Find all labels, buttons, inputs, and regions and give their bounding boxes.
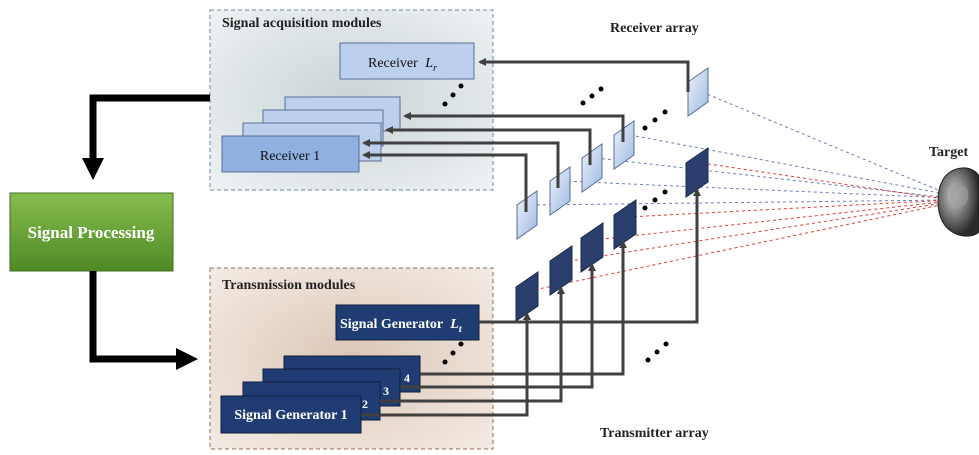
transmitter-element [515,271,539,322]
receiver-array-ellipsis [580,86,668,131]
receiver-element [687,67,709,117]
receiver-1-label: Receiver 1 [260,149,320,164]
acquisition-module-group: Signal acquisition modules Receiver 1 Re… [209,9,494,191]
generator-arrow [420,240,627,376]
target-label: Target [929,145,968,160]
receiver-element [516,190,538,240]
signal-processing-box [9,192,174,272]
transmitter-array-ellipsis [642,189,669,363]
receiver-arrow [385,126,592,165]
generator-ellipsis [442,341,464,365]
processing-flow-arrows [82,94,210,370]
generator-number-4: 4 [404,371,410,385]
signal-processing-group: Signal Processing [9,192,174,272]
receiver-lr-arrow [478,58,690,92]
target-group: Target [929,145,979,237]
receiver-1-box [221,135,360,173]
receiver-element [549,166,571,216]
receiver-element [581,143,603,193]
transmit-beams [528,162,951,292]
receiver-lr-box [339,42,475,80]
transmitter-array-label: Transmitter array [600,426,709,441]
generator-lt-arrow [479,188,701,324]
transmitter-element [549,245,573,296]
acquisition-title: Signal acquisition modules [222,16,382,31]
receiver-array: Receiver array [516,21,709,240]
transmission-title: Transmission modules [222,278,356,293]
receiver-signal-arrows [362,58,690,212]
transmitter-array: Transmitter array [515,147,709,441]
processing-to-transmission-arrow [89,271,198,370]
transmission-module-group: Transmission modules Signal Generator Lt… [209,267,494,450]
receiver-ellipsis [442,83,464,107]
receiver-arrow [403,112,625,142]
target-highlight [949,184,969,208]
generator-arrow [380,286,565,403]
signal-generator-1-box [220,395,362,434]
signal-generator-lt-label: Signal Generator Lt [340,317,463,335]
receiver-lr-label: Receiver Lr [368,56,437,74]
transmitter-element [685,147,709,198]
receiver-1-arrow [362,151,528,212]
signal-generator-1-label: Signal Generator 1 [234,408,347,423]
generator-number-3: 3 [383,384,389,398]
receiver-element [613,120,635,170]
signal-processing-label: Signal Processing [28,223,155,242]
acquisition-to-processing-arrow [82,94,210,180]
transmit-signal-arrows [361,188,701,417]
generator-arrow [400,263,596,389]
transmitter-element [613,199,637,250]
generator-number-2: 2 [362,397,368,411]
receiver-arrow [362,139,560,188]
transmitter-element [580,222,604,273]
receive-beams [530,91,951,206]
generator-1-arrow [361,312,531,417]
receiver-array-label: Receiver array [610,21,699,36]
